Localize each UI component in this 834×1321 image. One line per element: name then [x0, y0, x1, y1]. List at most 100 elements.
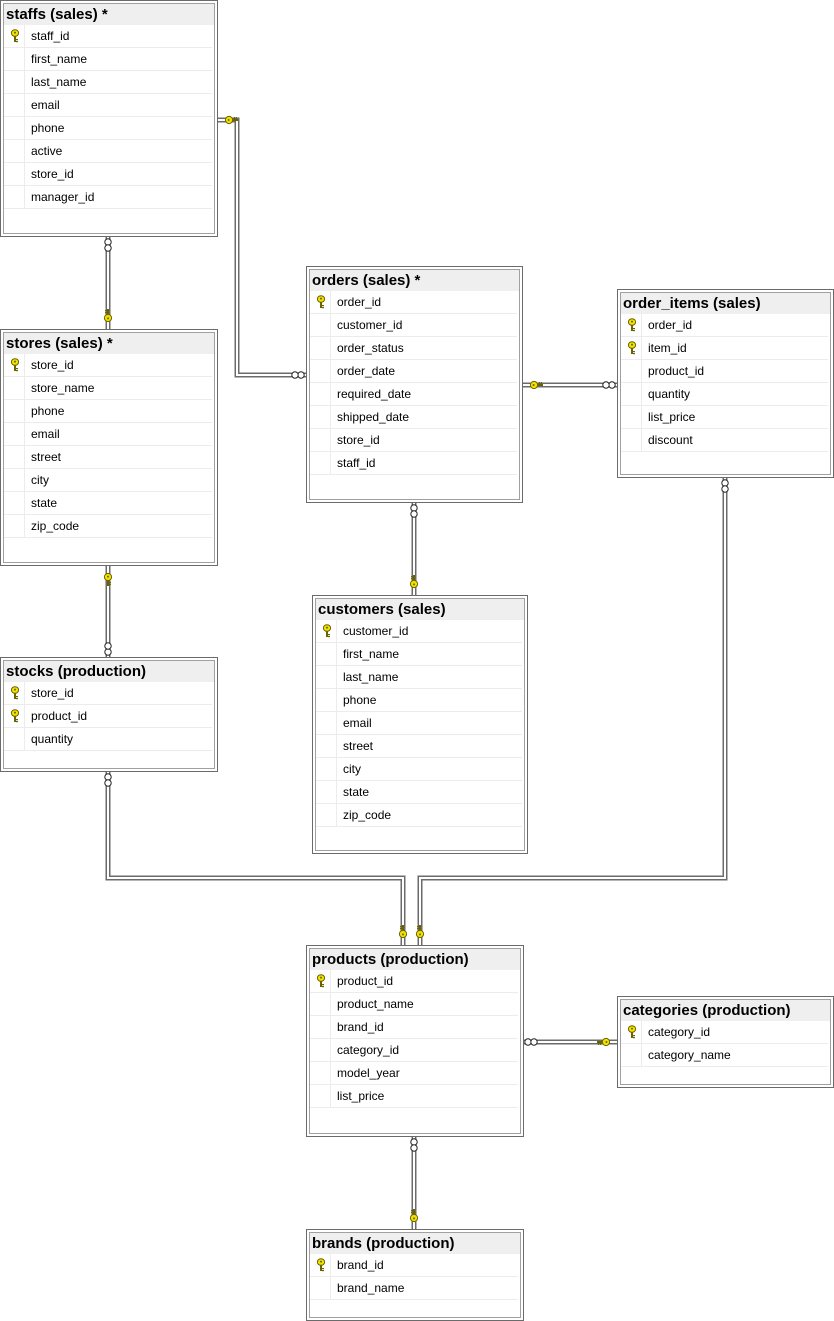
relationship-brands-products[interactable] [409, 1137, 419, 1229]
column-row[interactable]: zip_code [316, 804, 522, 827]
column-row[interactable]: product_id [310, 970, 518, 993]
row-selector[interactable] [4, 515, 25, 537]
column-row[interactable]: product_id [4, 705, 212, 728]
row-selector[interactable] [621, 314, 642, 336]
row-selector[interactable] [316, 712, 337, 734]
column-row[interactable]: product_name [310, 993, 518, 1016]
column-row[interactable]: brand_name [310, 1277, 518, 1300]
column-row[interactable]: phone [4, 117, 212, 140]
row-selector[interactable] [621, 1044, 642, 1066]
column-row[interactable]: order_id [310, 291, 517, 314]
column-row[interactable]: city [316, 758, 522, 781]
table-title[interactable]: stocks (production) [4, 661, 214, 682]
column-row[interactable]: state [4, 492, 212, 515]
row-selector[interactable] [4, 163, 25, 185]
relationship-stores-stocks[interactable] [103, 566, 113, 657]
row-selector[interactable] [310, 1039, 331, 1061]
row-selector[interactable] [4, 94, 25, 116]
table-title[interactable]: stores (sales) * [4, 333, 214, 354]
row-selector[interactable] [316, 804, 337, 826]
table-title[interactable]: categories (production) [621, 1000, 830, 1021]
row-selector[interactable] [310, 337, 331, 359]
column-row[interactable]: order_status [310, 337, 517, 360]
row-selector[interactable] [310, 314, 331, 336]
row-selector[interactable] [4, 705, 25, 727]
column-row[interactable]: store_id [310, 429, 517, 452]
row-selector[interactable] [316, 643, 337, 665]
column-row[interactable]: order_date [310, 360, 517, 383]
row-selector[interactable] [316, 689, 337, 711]
column-row[interactable]: store_id [4, 354, 212, 377]
table-title[interactable]: products (production) [310, 949, 520, 970]
row-selector[interactable] [310, 993, 331, 1015]
column-row[interactable]: product_id [621, 360, 828, 383]
row-selector[interactable] [316, 666, 337, 688]
row-selector[interactable] [621, 360, 642, 382]
row-selector[interactable] [310, 383, 331, 405]
relationship-products-order-items[interactable] [415, 478, 729, 945]
row-selector[interactable] [4, 682, 25, 704]
column-row[interactable]: required_date [310, 383, 517, 406]
row-selector[interactable] [310, 452, 331, 474]
column-row[interactable]: last_name [316, 666, 522, 689]
relationship-customers-orders[interactable] [409, 503, 419, 595]
column-row[interactable]: manager_id [4, 186, 212, 209]
row-selector[interactable] [621, 1021, 642, 1043]
row-selector[interactable] [4, 140, 25, 162]
row-selector[interactable] [310, 1016, 331, 1038]
column-row[interactable]: category_id [621, 1021, 828, 1044]
column-row[interactable]: state [316, 781, 522, 804]
row-selector[interactable] [310, 1062, 331, 1084]
row-selector[interactable] [4, 423, 25, 445]
row-selector[interactable] [316, 620, 337, 642]
relationship-stores-staffs[interactable] [103, 237, 113, 329]
row-selector[interactable] [4, 48, 25, 70]
column-row[interactable]: shipped_date [310, 406, 517, 429]
row-selector[interactable] [4, 728, 25, 750]
table-title[interactable]: order_items (sales) [621, 293, 830, 314]
row-selector[interactable] [4, 469, 25, 491]
column-row[interactable]: zip_code [4, 515, 212, 538]
row-selector[interactable] [310, 1254, 331, 1276]
column-row[interactable]: model_year [310, 1062, 518, 1085]
column-row[interactable]: active [4, 140, 212, 163]
row-selector[interactable] [621, 429, 642, 451]
row-selector[interactable] [316, 758, 337, 780]
row-selector[interactable] [310, 970, 331, 992]
relationship-categories-products[interactable] [523, 1037, 617, 1047]
column-row[interactable]: phone [4, 400, 212, 423]
column-row[interactable]: brand_id [310, 1016, 518, 1039]
column-row[interactable]: store_id [4, 682, 212, 705]
row-selector[interactable] [4, 446, 25, 468]
row-selector[interactable] [4, 354, 25, 376]
row-selector[interactable] [4, 25, 25, 47]
row-selector[interactable] [4, 117, 25, 139]
table-title[interactable]: brands (production) [310, 1233, 520, 1254]
row-selector[interactable] [4, 400, 25, 422]
row-selector[interactable] [4, 71, 25, 93]
column-row[interactable]: street [316, 735, 522, 758]
column-row[interactable]: first_name [316, 643, 522, 666]
row-selector[interactable] [4, 492, 25, 514]
row-selector[interactable] [310, 360, 331, 382]
column-row[interactable]: list_price [621, 406, 828, 429]
column-row[interactable]: category_name [621, 1044, 828, 1067]
relationship-orders-order-items[interactable] [523, 380, 617, 390]
table-title[interactable]: orders (sales) * [310, 270, 519, 291]
row-selector[interactable] [621, 406, 642, 428]
column-row[interactable]: email [4, 94, 212, 117]
column-row[interactable]: store_name [4, 377, 212, 400]
column-row[interactable]: discount [621, 429, 828, 452]
column-row[interactable]: brand_id [310, 1254, 518, 1277]
column-row[interactable]: quantity [4, 728, 212, 751]
column-row[interactable]: customer_id [310, 314, 517, 337]
column-row[interactable]: category_id [310, 1039, 518, 1062]
column-row[interactable]: email [316, 712, 522, 735]
